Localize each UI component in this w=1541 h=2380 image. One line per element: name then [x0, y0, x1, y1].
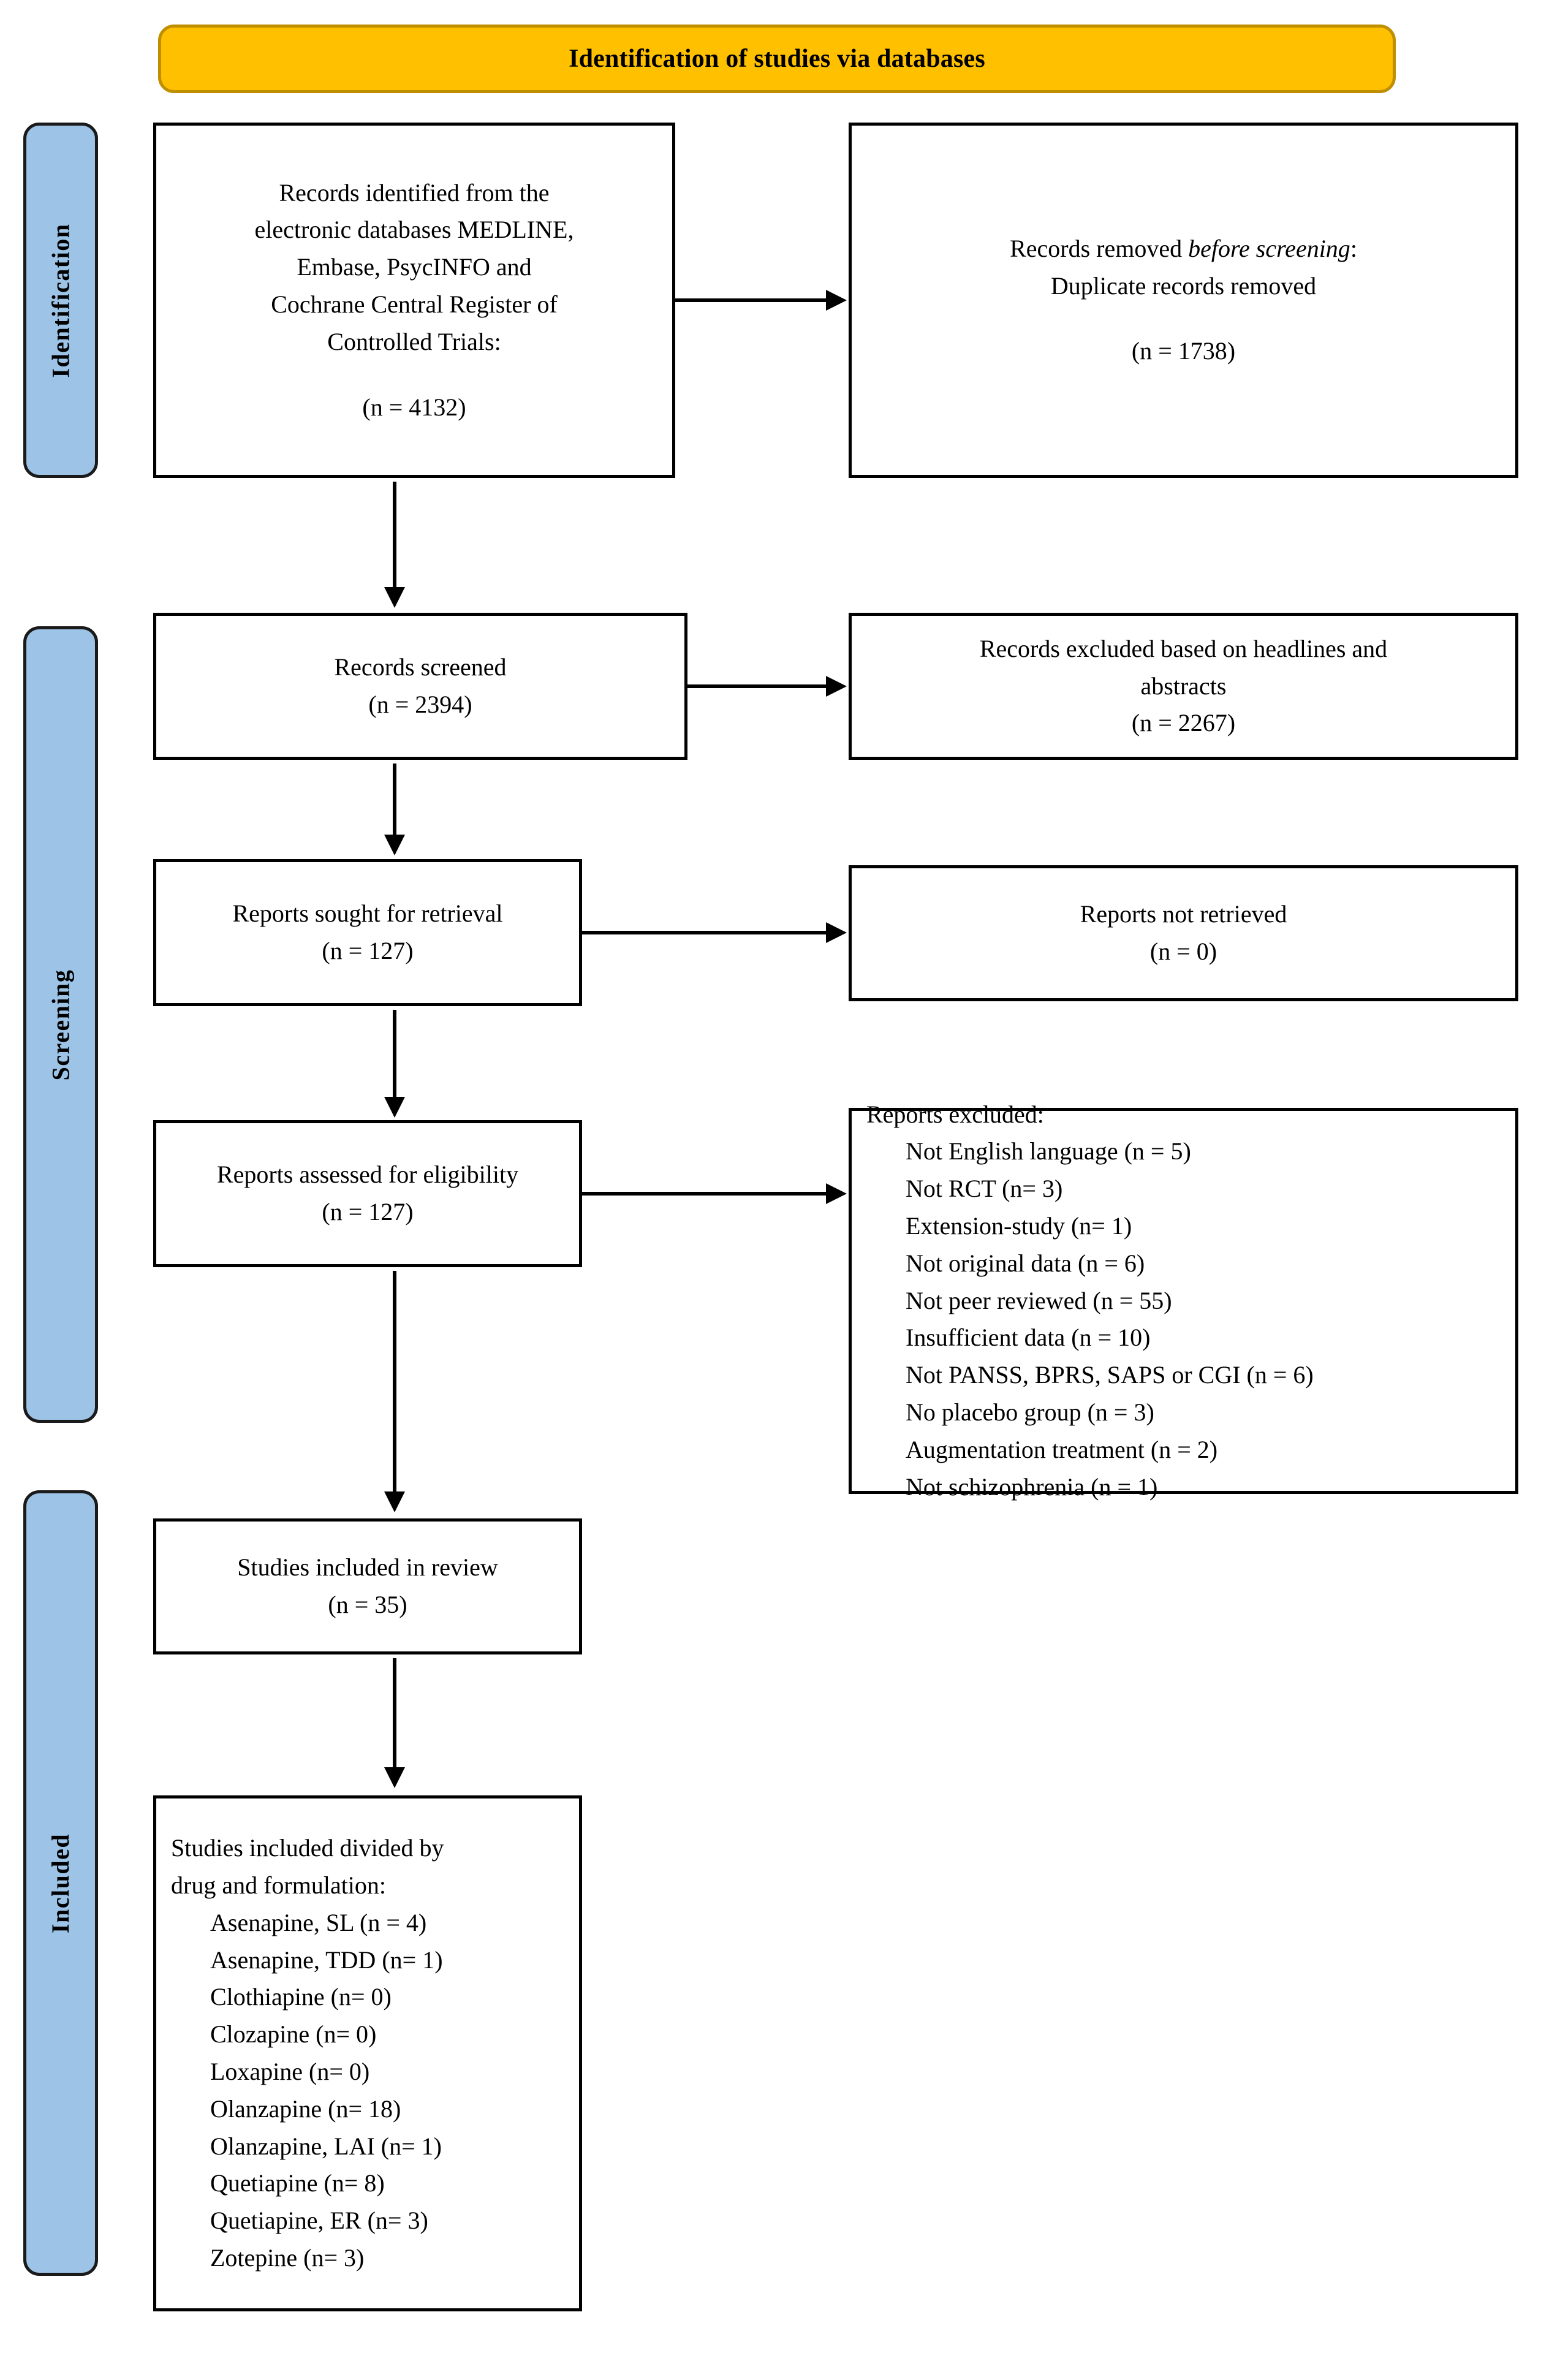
stage-label-identification: Identification: [47, 222, 75, 378]
reports-excluded-reason: Not schizophrenia (n = 1): [906, 1472, 1158, 1501]
studies-divided-item: Loxapine (n= 0): [210, 2058, 370, 2085]
studies-divided-item: Zotepine (n= 3): [210, 2243, 365, 2272]
records-excluded-line-2: abstracts: [1140, 672, 1227, 700]
records-identified-line-2: electronic databases MEDLINE,: [254, 216, 574, 244]
box-reports-sought: Reports sought for retrieval (n = 127): [153, 859, 582, 1006]
arrowhead-identified-to-removed: [826, 290, 847, 311]
box-records-screened: Records screened (n = 2394): [153, 613, 687, 760]
records-screened-title: Records screened: [334, 653, 507, 681]
connector-identified-to-removed: [675, 298, 826, 302]
records-removed-suffix: :: [1350, 234, 1357, 262]
reports-excluded-reason: Not RCT (n= 3): [906, 1175, 1063, 1203]
reports-not-retrieved-title: Reports not retrieved: [1080, 900, 1287, 928]
studies-divided-item: Asenapine, SL (n = 4): [210, 1908, 427, 1936]
records-removed-spacer: [866, 305, 1501, 333]
records-removed-prefix: Records removed: [1010, 234, 1189, 262]
arrowhead-included-to-divided: [384, 1767, 405, 1788]
reports-excluded-reason: Not peer reviewed (n = 55): [906, 1286, 1172, 1314]
box-records-removed: Records removed before screening: Duplic…: [849, 123, 1518, 478]
arrowhead-assessed-to-reports-excluded: [826, 1183, 847, 1204]
arrowhead-screened-to-excluded: [826, 676, 847, 697]
records-identified-line-1: Records identified from the: [279, 178, 550, 207]
connector-assessed-to-included: [393, 1271, 396, 1494]
box-reports-assessed: Reports assessed for eligibility (n = 12…: [153, 1120, 582, 1267]
arrowhead-identified-to-screened: [384, 587, 405, 608]
studies-divided-title-1: Studies included divided by: [171, 1834, 444, 1862]
connector-screened-to-sought: [393, 764, 396, 837]
studies-divided-item: Asenapine, TDD (n= 1): [210, 1946, 443, 1974]
records-removed-count: (n = 1738): [1131, 337, 1236, 365]
connector-identified-to-screened: [393, 482, 396, 589]
box-studies-divided: Studies included divided by drug and for…: [153, 1795, 582, 2311]
studies-divided-item: Quetiapine, ER (n= 3): [210, 2207, 428, 2235]
studies-divided-item: Quetiapine (n= 8): [210, 2169, 385, 2197]
reports-excluded-title: Reports excluded:: [866, 1100, 1044, 1128]
reports-assessed-title: Reports assessed for eligibility: [216, 1161, 519, 1189]
connector-assessed-to-reports-excluded: [582, 1192, 826, 1196]
box-reports-not-retrieved: Reports not retrieved (n = 0): [849, 865, 1518, 1001]
box-reports-excluded: Reports excluded: Not English language (…: [849, 1101, 1518, 1501]
box-records-excluded-abstracts: Records excluded based on headlines and …: [849, 613, 1518, 760]
reports-not-retrieved-count: (n = 0): [1149, 938, 1217, 965]
stage-band-screening: Screening: [23, 626, 98, 1423]
reports-excluded-reason: Not English language (n = 5): [906, 1137, 1191, 1165]
records-excluded-line-1: Records excluded based on headlines and: [979, 634, 1388, 662]
connector-sought-to-assessed: [393, 1010, 396, 1099]
reports-excluded-reason: No placebo group (n = 3): [906, 1398, 1154, 1426]
records-excluded-count: (n = 2267): [1131, 709, 1236, 737]
reports-excluded-reason: Augmentation treatment (n = 2): [906, 1435, 1218, 1463]
studies-included-title: Studies included in review: [237, 1553, 498, 1582]
records-removed-line-2: Duplicate records removed: [1050, 271, 1317, 300]
reports-excluded-reason: Extension-study (n= 1): [906, 1212, 1132, 1240]
studies-included-count: (n = 35): [328, 1591, 407, 1618]
studies-divided-title-2: drug and formulation:: [171, 1871, 387, 1900]
records-identified-line-4: Cochrane Central Register of: [271, 290, 558, 318]
reports-sought-title: Reports sought for retrieval: [232, 900, 503, 928]
reports-sought-count: (n = 127): [322, 937, 414, 965]
diagram-banner: Identification of studies via databases: [158, 25, 1396, 93]
connector-included-to-divided: [393, 1658, 396, 1770]
reports-excluded-reason: Not PANSS, BPRS, SAPS or CGI (n = 6): [906, 1361, 1314, 1389]
box-studies-included-review: Studies included in review (n = 35): [153, 1518, 582, 1654]
stage-band-included: Included: [23, 1490, 98, 2276]
records-identified-spacer: [171, 361, 657, 389]
stage-label-screening: Screening: [47, 969, 75, 1080]
records-removed-line-1: Records removed before screening:: [866, 230, 1501, 268]
connector-screened-to-excluded: [687, 684, 826, 688]
stage-band-identification: Identification: [23, 123, 98, 478]
arrowhead-assessed-to-included: [384, 1491, 405, 1512]
records-identified-line-5: Controlled Trials:: [327, 327, 501, 355]
studies-divided-item: Clothiapine (n= 0): [210, 1983, 392, 2011]
records-removed-italic: before screening: [1188, 234, 1350, 262]
records-identified-line-3: Embase, PsycINFO and: [297, 253, 532, 281]
stage-label-included: Included: [47, 1833, 75, 1933]
reports-assessed-count: (n = 127): [322, 1198, 414, 1226]
reports-excluded-reason: Insufficient data (n = 10): [906, 1324, 1151, 1352]
arrowhead-sought-to-assessed: [384, 1097, 405, 1118]
arrowhead-screened-to-sought: [384, 835, 405, 855]
box-records-identified: Records identified from the electronic d…: [153, 123, 675, 478]
banner-title: Identification of studies via databases: [569, 44, 985, 73]
studies-divided-item: Clozapine (n= 0): [210, 2020, 377, 2048]
connector-sought-to-not-retrieved: [582, 931, 826, 934]
arrowhead-sought-to-not-retrieved: [826, 922, 847, 943]
records-identified-count: (n = 4132): [362, 393, 466, 421]
studies-divided-item: Olanzapine, LAI (n= 1): [210, 2132, 442, 2160]
studies-divided-item: Olanzapine (n= 18): [210, 2094, 401, 2123]
reports-excluded-reason: Not original data (n = 6): [906, 1249, 1145, 1277]
records-screened-count: (n = 2394): [368, 691, 472, 718]
